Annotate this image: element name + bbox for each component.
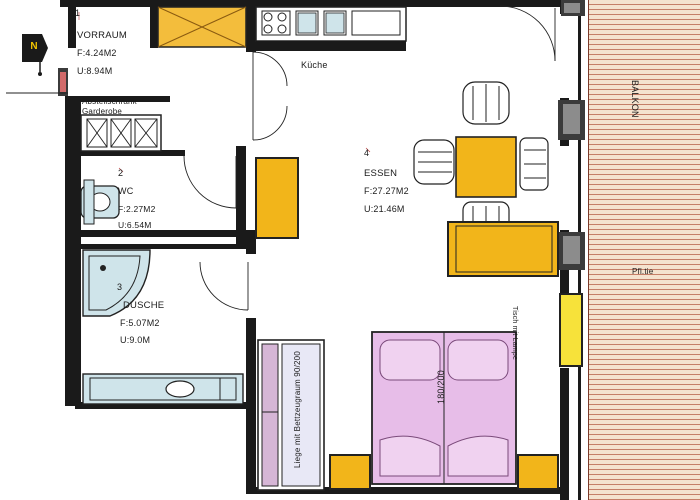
- room-perimeter-vorraum: U:8.94M: [77, 66, 113, 76]
- room-name-dusche: DUSCHE: [123, 300, 165, 311]
- room-name-vorraum: VORRAUM: [77, 30, 127, 41]
- room-name-wc: WC: [118, 186, 134, 196]
- room-area-wc: F:2.27M2: [118, 204, 156, 214]
- room-area-vorraum: F:4.24M2: [77, 48, 117, 58]
- north-arrow-label: N: [21, 34, 47, 60]
- yellow-furniture: [255, 157, 583, 490]
- room-area-dusche: F:5.07M2: [120, 318, 160, 328]
- dining-table: [413, 81, 549, 233]
- wc-fixtures: [80, 179, 120, 225]
- markers: [78, 12, 371, 173]
- room-number-dusche: 3: [117, 282, 123, 292]
- sofa-bed: [257, 339, 325, 491]
- room-name-kueche: Küche: [301, 60, 328, 70]
- double-bed: [371, 331, 517, 485]
- bed-size-label: 180/200: [436, 370, 446, 404]
- room-perimeter-dusche: U:9.0M: [120, 335, 151, 345]
- room-name-balkon: BALKON: [630, 80, 640, 118]
- room-perimeter-essen: U:21.46M: [364, 204, 405, 214]
- bathtub: [82, 373, 244, 405]
- cabinet-label-2: Garderobe: [82, 107, 123, 116]
- door-swings: [6, 5, 556, 311]
- room-name-essen: ESSEN: [364, 168, 398, 179]
- room-perimeter-wc: U:6.54M: [118, 220, 152, 230]
- sofa-bed-label: Liege mit Bettzeugraum 90/200: [293, 351, 302, 468]
- room-number-wc: 2: [118, 168, 124, 178]
- room-number-vorraum: 1: [75, 8, 81, 18]
- walls: [58, 0, 588, 500]
- north-letter: N: [30, 41, 38, 52]
- cabinet-label-1: Abstellschrank: [82, 97, 137, 106]
- kitchen-counter: [157, 6, 407, 51]
- plant-label: Pfl.tie: [632, 267, 654, 276]
- room-area-essen: F:27.27M2: [364, 186, 409, 196]
- shower: [82, 249, 151, 317]
- nightstand-label: Tisch mit Lampe: [511, 306, 518, 361]
- north-arrow: [22, 34, 48, 76]
- storage-cabinet: [80, 114, 162, 152]
- balcony: [587, 0, 700, 500]
- room-number-essen: 4: [364, 148, 370, 158]
